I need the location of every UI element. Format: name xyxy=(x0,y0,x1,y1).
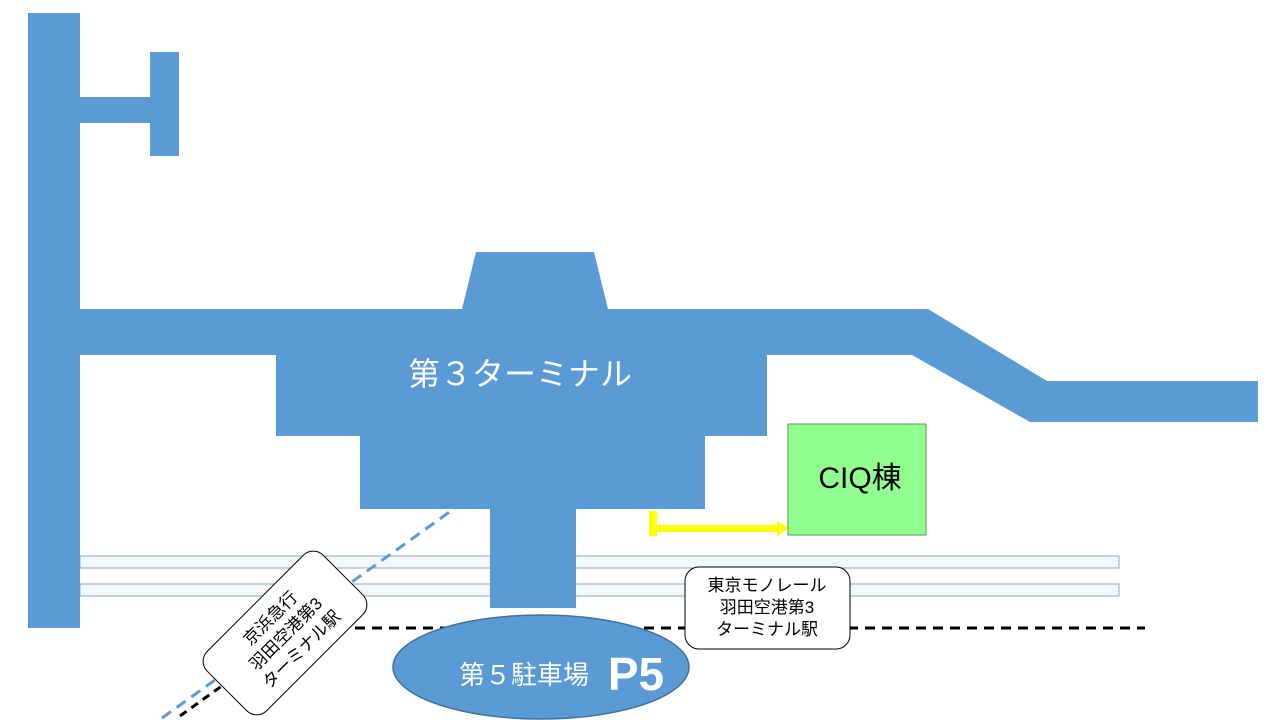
monorail-station-line3: ターミナル駅 xyxy=(716,620,818,639)
monorail-track-lower xyxy=(79,583,1120,597)
parking-p5 xyxy=(392,614,690,720)
monorail-track-upper xyxy=(79,555,1120,569)
left-pier xyxy=(150,52,179,156)
left-connector xyxy=(78,97,152,123)
monorail-station-line2: 羽田空港第3 xyxy=(720,598,814,617)
route-arrow-head xyxy=(777,521,789,536)
route-arrow-shaft xyxy=(649,525,777,532)
parking-name-label: 第５駐車場 xyxy=(459,660,589,690)
monorail-station-line1: 東京モノレール xyxy=(708,576,827,595)
route-arrow-stem xyxy=(649,511,657,536)
terminal-label: 第３ターミナル xyxy=(408,356,632,392)
ciq-building xyxy=(787,423,927,536)
ciq-label: CIQ棟 xyxy=(818,462,901,495)
terminal-building xyxy=(80,252,1258,608)
keikyu-station-callout-group: 京浜急行 羽田空港第3 ターミナル駅 xyxy=(202,550,368,716)
monorail-station-callout xyxy=(684,566,851,650)
keikyu-station-callout xyxy=(202,550,368,716)
parking-code-label: P5 xyxy=(608,648,664,700)
monorail-line-spur xyxy=(179,678,231,718)
left-concourse xyxy=(28,13,80,628)
